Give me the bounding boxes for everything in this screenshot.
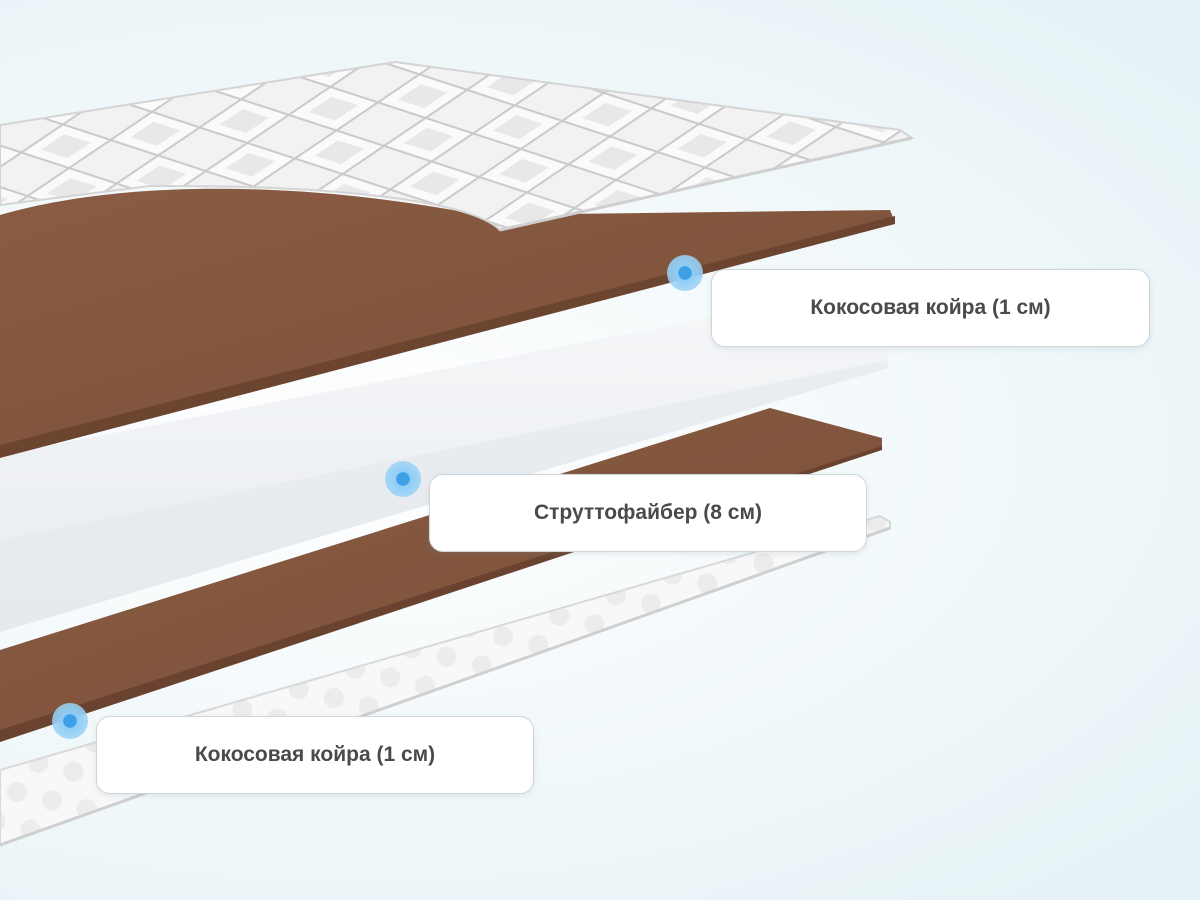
quilted-cover-edge bbox=[499, 136, 913, 232]
callout-label: Кокосовая койра (1 см) bbox=[810, 296, 1051, 319]
callout-coconut-coir-top: Кокосовая койра (1 см) bbox=[711, 269, 1150, 347]
marker-top bbox=[667, 255, 703, 291]
marker-bot bbox=[52, 703, 88, 739]
callout-label: Кокосовая койра (1 см) bbox=[194, 743, 436, 766]
callout-coconut-coir-bottom: Кокосовая койра (1 см) bbox=[96, 716, 534, 794]
marker-mid bbox=[385, 461, 421, 497]
callout-struttofiber: Струттофайбер (8 см) bbox=[429, 474, 867, 552]
callout-label: Струттофайбер (8 см) bbox=[533, 501, 763, 524]
